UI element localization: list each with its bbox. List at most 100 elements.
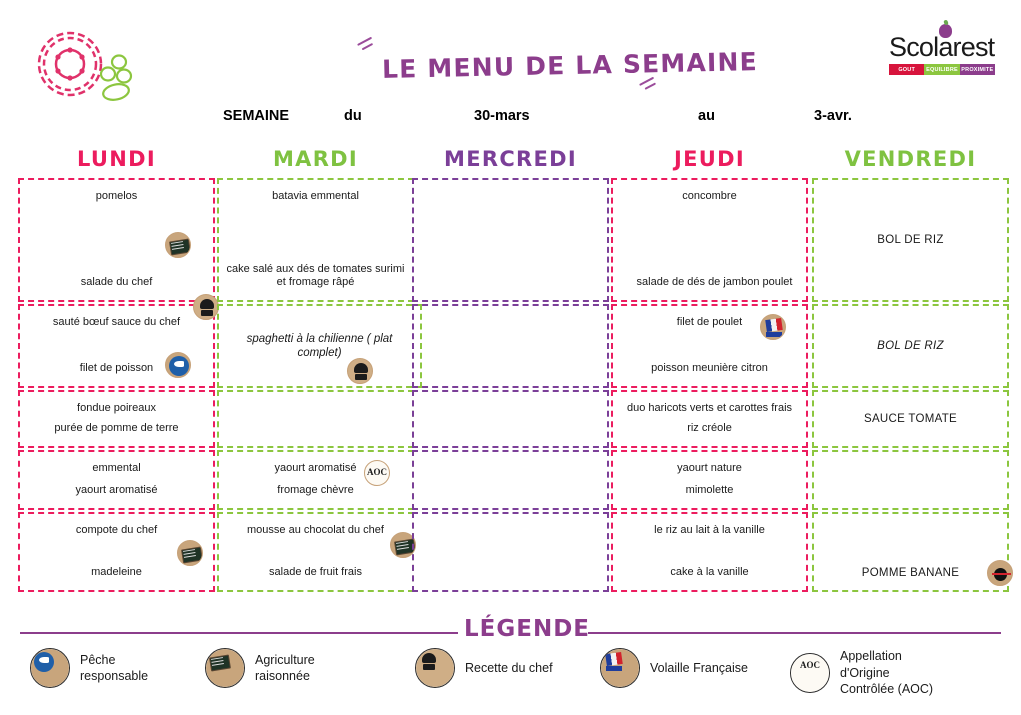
menu-cell[interactable] xyxy=(412,512,609,592)
menu-cell[interactable] xyxy=(812,450,1009,510)
brand-name: Scolarest xyxy=(889,32,995,62)
dish-label: batavia emmental xyxy=(272,190,359,202)
menu-cell[interactable]: BOL DE RIZ xyxy=(812,304,1009,388)
menu-cell[interactable]: emmental yaourt aromatisé xyxy=(18,450,215,510)
recette-du-chef-badge xyxy=(347,358,373,384)
du-label: du xyxy=(344,108,362,124)
dish-label: BOL DE RIZ xyxy=(877,339,944,352)
day-header-mardi: MARDI xyxy=(272,147,359,171)
legend-item: Volaille Française xyxy=(600,648,748,688)
volaille-francaise-badge xyxy=(601,649,639,687)
day-column-jeudi: JEUDI concombre salade de dés de jambon po… xyxy=(611,144,808,622)
agriculture-raisonnee-badge xyxy=(206,649,244,687)
peche-responsable-badge xyxy=(30,648,70,688)
menu-cell[interactable]: yaourt aromatisé fromage chèvre AOC xyxy=(217,450,414,510)
dish-label: yaourt nature xyxy=(677,462,742,474)
dish-label: spaghetti à la chilienne ( plat complet) xyxy=(246,332,393,359)
decorative-logo xyxy=(32,24,144,108)
dish-label: SAUCE TOMATE xyxy=(863,412,958,425)
semaine-label: SEMAINE xyxy=(223,108,290,124)
day-column-mardi: MARDI batavia emmental cake salé aux dés d… xyxy=(217,144,422,622)
agriculture-raisonnee-badge xyxy=(390,532,416,558)
aoc-badge: AOC xyxy=(364,460,390,486)
agriculture-raisonnee-badge xyxy=(165,232,191,258)
volaille-francaise-badge xyxy=(600,648,640,688)
menu-cell[interactable]: POMME BANANE xyxy=(812,512,1013,592)
aoc-badge: AOC xyxy=(790,652,830,693)
volaille-francaise-badge xyxy=(760,314,786,340)
legend-label: Appellation d'Origine Contrôlée (AOC) xyxy=(840,649,934,696)
dish-label: POMME BANANE xyxy=(861,566,960,579)
dish-label: mimolette xyxy=(685,484,734,497)
menu-cell[interactable]: le riz au lait à la vanille cake à la van… xyxy=(611,512,808,592)
menu-cell[interactable]: duo haricots verts et carottes frais riz … xyxy=(611,390,808,448)
legend-item: AOC Appellation d'Origine Contrôlée (AOC) xyxy=(790,648,933,698)
aoc-badge: AOC xyxy=(791,653,829,692)
sparkle-left-icon xyxy=(357,36,375,52)
day-header-jeudi: JEUDI xyxy=(674,147,745,171)
menu-cell[interactable]: spaghetti à la chilienne ( plat complet) xyxy=(217,304,422,388)
dish-label: cake salé aux dés de tomates surimi et f… xyxy=(226,262,405,289)
dish-label: fromage chèvre xyxy=(277,484,354,497)
menu-cell[interactable]: mousse au chocolat du chef salade de frui… xyxy=(217,512,416,592)
dish-label: cake à la vanille xyxy=(670,566,749,579)
week-range: SEMAINE du 30-mars au 3-avr. xyxy=(0,108,1021,134)
recette-du-chef-badge xyxy=(416,649,454,687)
agriculture-raisonnee-badge xyxy=(205,648,245,688)
dish-label: riz créole xyxy=(687,422,732,435)
tagline-proximite: PROXIMITE xyxy=(959,64,995,75)
menu-cell[interactable]: SAUCE TOMATE xyxy=(812,390,1009,448)
legend-section: LÉGENDE Pêche responsable Agriculture rai… xyxy=(0,616,1021,715)
logo-svg xyxy=(37,31,133,101)
menu-cell[interactable] xyxy=(412,390,609,448)
legend-item: Agriculture raisonnée xyxy=(205,648,315,688)
menu-cell[interactable]: concombre salade de dés de jambon poulet xyxy=(611,178,808,302)
legend-item: Recette du chef xyxy=(415,648,553,688)
sparkle-right-icon xyxy=(639,76,657,92)
legend-label: Pêche responsable xyxy=(80,652,149,684)
peche-responsable-badge xyxy=(31,649,69,687)
dish-label: purée de pomme de terre xyxy=(54,422,179,435)
grape-icon xyxy=(939,24,952,38)
dish-label: filet de poulet xyxy=(676,316,743,328)
day-header-lundi: LUNDI xyxy=(76,147,156,171)
dish-label: emmental xyxy=(92,462,141,474)
week-end-date: 3-avr. xyxy=(814,108,852,124)
dish-label: salade de fruit frais xyxy=(269,566,362,579)
legend-label: Recette du chef xyxy=(465,660,553,675)
page-title: LE MENU DE LA SEMAINE xyxy=(381,47,759,84)
dish-label: concombre xyxy=(682,190,737,202)
week-start-date: 30-mars xyxy=(474,108,530,124)
legend-label: Volaille Française xyxy=(650,660,748,675)
au-label: au xyxy=(698,108,715,124)
legend-title: LÉGENDE xyxy=(458,616,589,642)
title-area: LE MENU DE LA SEMAINE xyxy=(340,36,758,100)
menu-cell[interactable] xyxy=(412,178,609,302)
dish-label: sauté bœuf sauce du chef xyxy=(52,316,181,328)
dish-label: madeleine xyxy=(91,566,142,579)
menu-cell[interactable]: batavia emmental cake salé aux dés de tom… xyxy=(217,178,414,302)
day-header-mercredi: MERCREDI xyxy=(444,147,577,171)
dish-label: mousse au chocolat du chef xyxy=(247,524,384,536)
menu-cell[interactable] xyxy=(217,390,414,448)
menu-cell[interactable] xyxy=(412,450,609,510)
dish-label: yaourt aromatisé xyxy=(274,462,357,474)
page-header: LE MENU DE LA SEMAINE Scolarest GOUT EQU… xyxy=(0,0,1021,140)
dish-label: duo haricots verts et carottes frais xyxy=(626,402,793,414)
dish-label: fondue poireaux xyxy=(77,402,156,414)
menu-cell[interactable]: fondue poireaux purée de pomme de terre xyxy=(18,390,215,448)
tagline-equilibre: EQUILIBRE xyxy=(924,64,960,75)
menu-cell[interactable]: BOL DE RIZ xyxy=(812,178,1009,302)
menu-cell[interactable]: yaourt nature mimolette xyxy=(611,450,808,510)
dish-label: salade de dés de jambon poulet xyxy=(636,276,793,289)
menu-cell[interactable] xyxy=(412,304,609,388)
dish-label: le riz au lait à la vanille xyxy=(654,524,765,536)
dish-label: yaourt aromatisé xyxy=(75,484,158,497)
